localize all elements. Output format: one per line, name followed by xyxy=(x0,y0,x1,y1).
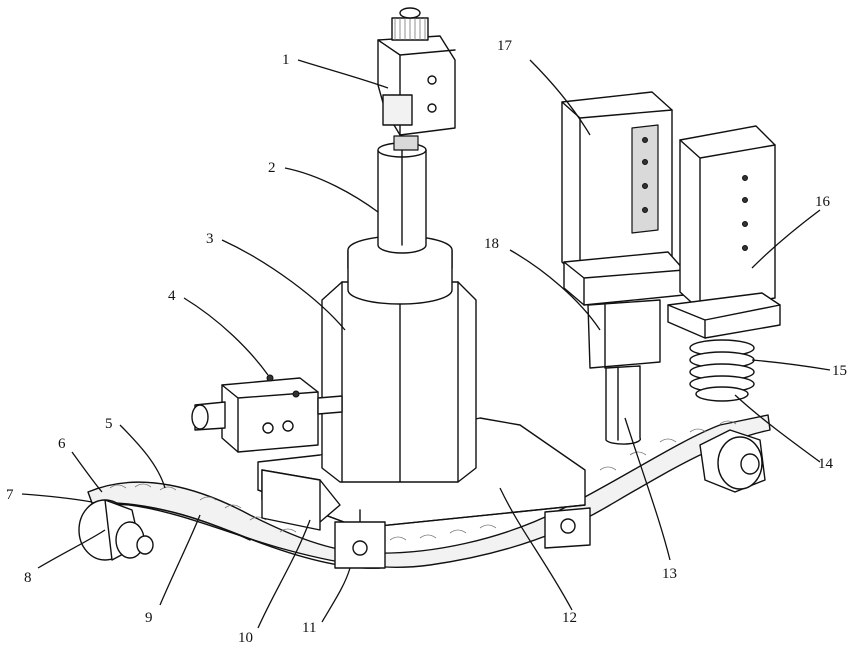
probe-18 xyxy=(588,300,660,368)
label-1: 1 xyxy=(282,52,290,68)
label-12: 12 xyxy=(562,610,577,626)
top-clamp xyxy=(378,8,455,150)
spring-15 xyxy=(690,340,754,401)
sensor-housing-16 xyxy=(668,126,780,338)
label-16: 16 xyxy=(815,194,831,210)
label-11: 11 xyxy=(302,620,316,636)
label-6: 6 xyxy=(58,436,66,452)
label-17: 17 xyxy=(497,38,513,54)
label-7: 7 xyxy=(6,487,14,503)
left-roller xyxy=(79,500,153,560)
label-8: 8 xyxy=(24,570,32,586)
label-4: 4 xyxy=(168,288,176,304)
piston-rod xyxy=(378,143,426,253)
label-13: 13 xyxy=(662,566,677,582)
rod-13 xyxy=(606,366,640,444)
label-14: 14 xyxy=(818,456,834,472)
label-10: 10 xyxy=(238,630,253,646)
label-3: 3 xyxy=(206,231,214,247)
label-15: 15 xyxy=(832,363,847,379)
label-18: 18 xyxy=(484,236,499,252)
label-9: 9 xyxy=(145,610,153,626)
cylinder-body xyxy=(322,236,476,482)
label-5: 5 xyxy=(105,416,113,432)
label-2: 2 xyxy=(268,160,276,176)
side-valve xyxy=(192,375,342,452)
sensor-housing-17 xyxy=(562,92,684,305)
